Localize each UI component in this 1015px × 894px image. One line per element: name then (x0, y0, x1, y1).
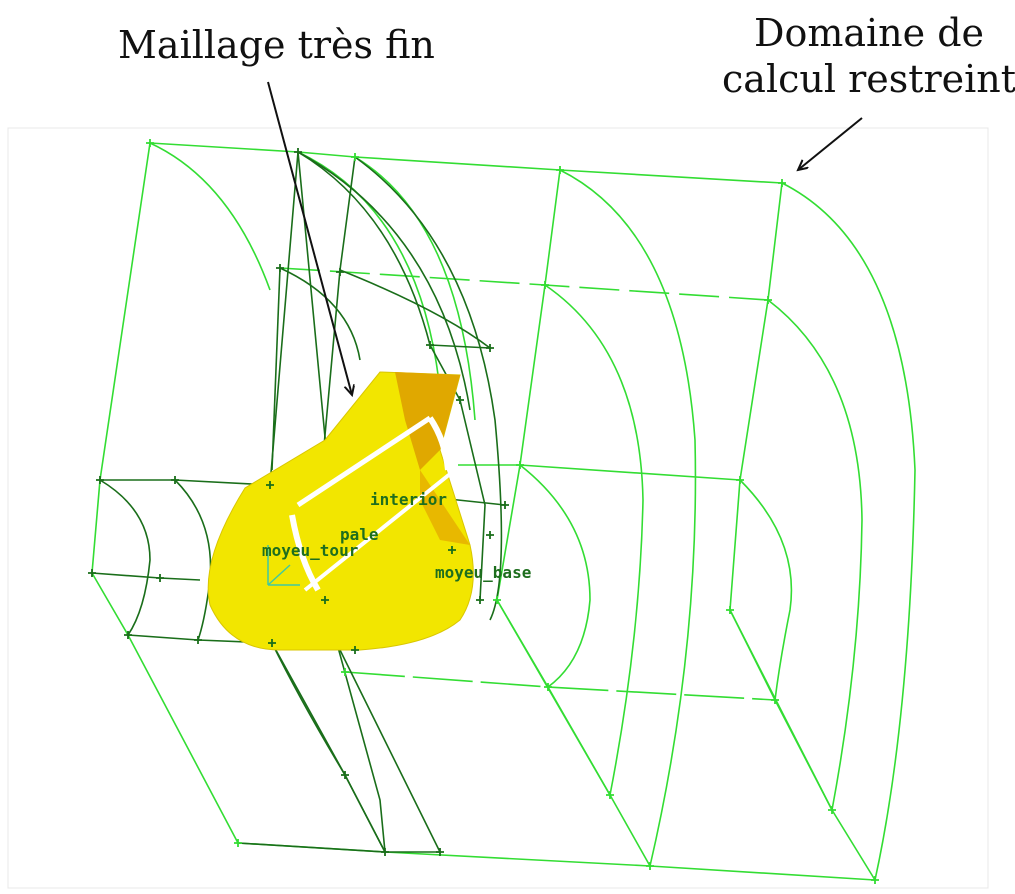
restricted-domain-line2: calcul restreint (722, 57, 1015, 101)
mesh-nodes (88, 139, 879, 884)
outer-domain-wireframe (91, 142, 916, 881)
restricted-domain-line1: Domaine de (754, 11, 985, 55)
outer-nodes (146, 139, 879, 884)
fine-mesh-annotation: Maillage très fin (118, 23, 435, 67)
fine-mesh-arrow (267, 81, 352, 395)
yellow-hub-body (207, 371, 474, 651)
outer-top-edge (149, 142, 783, 184)
restricted-domain-arrow (798, 117, 863, 170)
axis-triad (267, 545, 300, 586)
viewport-frame (7, 127, 989, 889)
inner-nodes (88, 148, 509, 856)
label-moyeu-tour: moyeu_tour (262, 541, 358, 560)
restricted-domain-annotation: Domaine de calcul restreint (722, 10, 1015, 102)
label-moyeu-base: moyeu_base (435, 563, 531, 582)
white-blade (289, 415, 457, 592)
label-pale: pale (340, 525, 379, 544)
label-interior: interior (370, 490, 447, 509)
